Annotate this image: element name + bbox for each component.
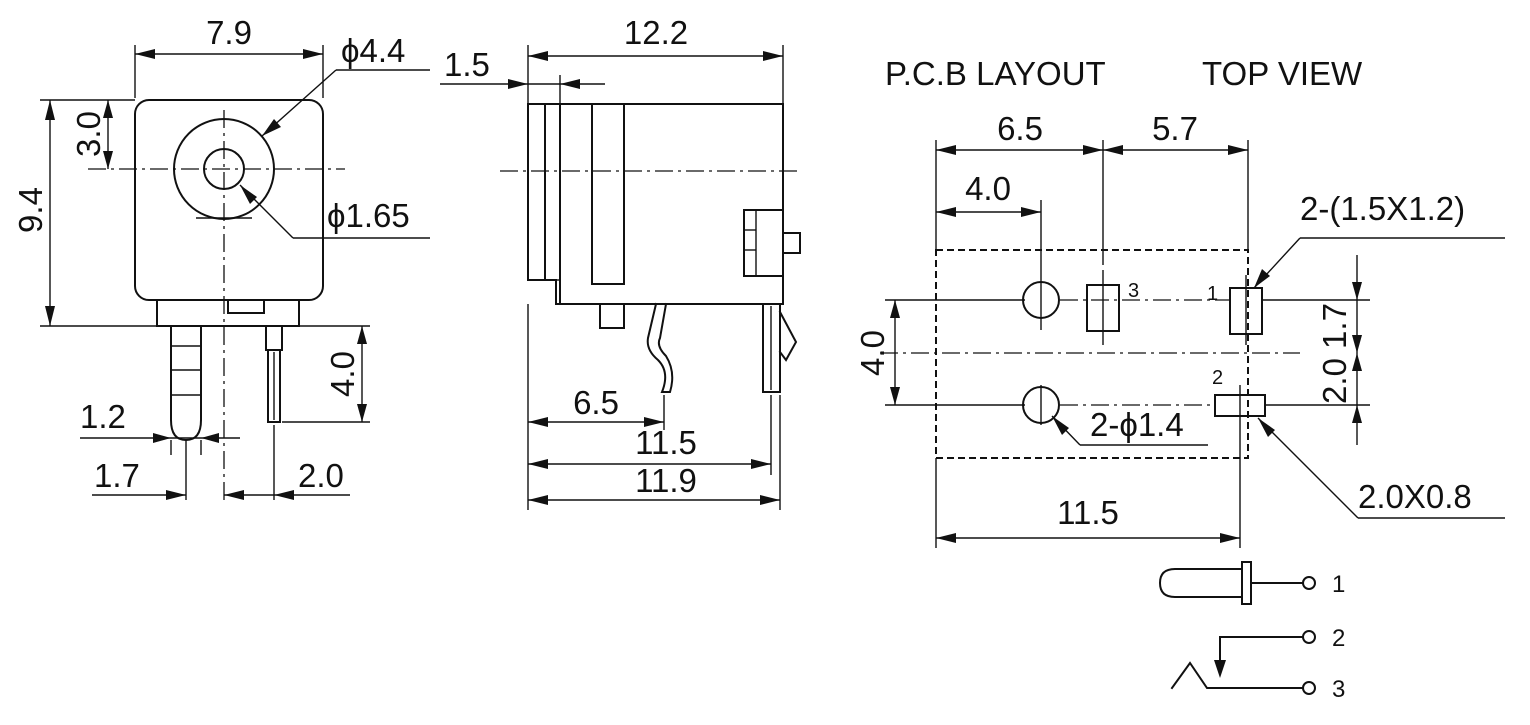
pad-size-2-label: 2.0X0.8 <box>1358 478 1472 515</box>
side-length-label: 12.2 <box>624 14 688 51</box>
pcb-layout: P.C.B LAYOUT TOP VIEW 3 1 2 <box>854 55 1505 548</box>
side-contact-block <box>743 209 784 277</box>
side-flange-label: 1.5 <box>444 46 490 83</box>
pin-width-label: 1.2 <box>80 398 126 435</box>
outer-diameter-label: ϕ4.4 <box>341 32 405 69</box>
pad-size-1-label: 2-(1.5X1.2) <box>1300 190 1465 227</box>
inner-diameter-label: ϕ1.65 <box>327 197 410 234</box>
terminal-3-label: 3 <box>1332 676 1345 703</box>
pcb-dx2-label: 5.7 <box>1152 110 1198 147</box>
schematic-switch <box>1170 661 1303 690</box>
front-center-height-label: 3.0 <box>70 111 107 157</box>
terminal-2 <box>1302 630 1316 644</box>
side-view: 12.2 1.5 6.5 11.5 11.9 <box>440 14 801 510</box>
terminal-1-label: 1 <box>1332 571 1345 598</box>
pcb-layout-title: P.C.B LAYOUT <box>885 55 1106 92</box>
pin-3-label: 3 <box>1128 280 1139 302</box>
front-body <box>134 99 324 301</box>
schematic-symbol: 1 2 3 <box>1158 561 1345 703</box>
side-pin-a-label: 6.5 <box>573 384 619 421</box>
pcb-outline <box>935 249 1249 459</box>
pin-1-label: 1 <box>1207 283 1218 305</box>
front-pin-left <box>170 325 202 442</box>
pcb-dx1-label: 6.5 <box>997 110 1043 147</box>
front-width-label: 7.9 <box>206 14 252 51</box>
top-view-title: TOP VIEW <box>1202 55 1363 92</box>
terminal-1 <box>1302 576 1316 590</box>
pcb-dx3-label: 4.0 <box>965 170 1011 207</box>
pin-2-label: 2 <box>1212 367 1223 389</box>
pcb-width-label: 11.5 <box>1057 494 1119 531</box>
schematic-plug <box>1158 568 1243 598</box>
pin-length-label: 4.0 <box>324 351 361 397</box>
terminal-2-label: 2 <box>1332 625 1345 652</box>
front-height-label: 9.4 <box>12 187 49 233</box>
pcb-height-label: 4.0 <box>854 330 891 376</box>
schematic-spring <box>1219 636 1303 667</box>
pin-offset-left-label: 1.7 <box>94 457 140 494</box>
front-view: 7.9 9.4 3.0 ϕ4.4 ϕ1.65 4.0 <box>12 14 430 500</box>
side-right-pin <box>762 303 781 393</box>
side-pin-b-label: 11.5 <box>635 424 697 461</box>
side-bent-pin <box>646 302 674 393</box>
side-pin-c-label: 11.9 <box>635 462 697 499</box>
terminal-3 <box>1302 681 1316 695</box>
pcb-dy2-label: 2.0 <box>1316 358 1353 404</box>
side-flange <box>591 103 625 285</box>
front-pin-right <box>267 349 281 423</box>
pin-offset-right-label: 2.0 <box>298 457 344 494</box>
holes-label: 2-ϕ1.4 <box>1090 406 1184 443</box>
pcb-dy1-label: 1.7 <box>1316 303 1353 349</box>
